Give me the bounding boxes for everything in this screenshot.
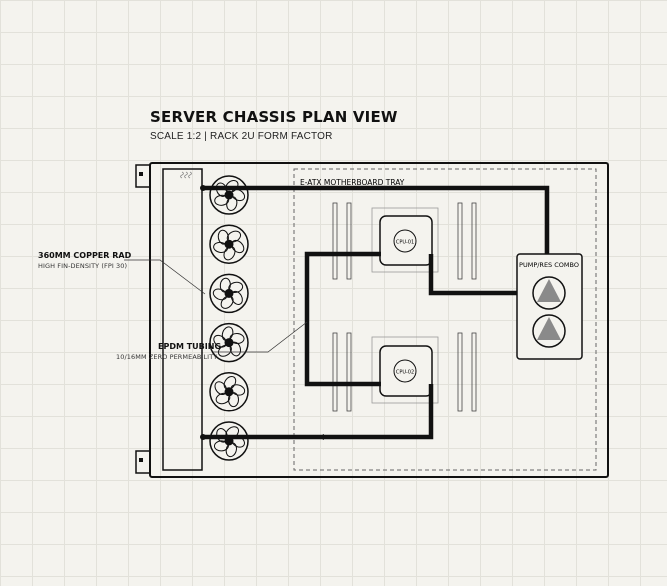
fan-blade: [223, 375, 237, 390]
pump-1-arrow-icon: [537, 279, 561, 302]
fan-blade: [217, 344, 232, 357]
cpu-block-2: [379, 345, 433, 397]
cpu-2-cap: [393, 359, 417, 383]
coolant-tubing: [203, 185, 550, 440]
fan-hub: [224, 338, 234, 348]
fan-hub: [224, 190, 234, 200]
pump-res-combo: [516, 253, 583, 360]
cpu-1-label: CPU-01: [396, 240, 414, 246]
fan-icon: [209, 273, 249, 314]
radiator-body: [162, 168, 203, 471]
cpu-block-1: [379, 215, 433, 266]
rack-ear-bottom-hole: [139, 458, 143, 462]
pump-2-arrow-icon: [537, 317, 561, 340]
ram-slot: [332, 202, 338, 280]
fan-blade: [228, 392, 239, 408]
tubing-callout-subtitle: 10/16MM ZERO PERMEABILITY: [116, 353, 218, 361]
tube-fitting-top: [200, 185, 206, 191]
ram-slot: [471, 332, 477, 412]
tube-cpu1-to-cpu2: [304, 251, 381, 387]
fan-icon: [209, 372, 249, 412]
pump-res-label: PUMP/RES COMBO: [519, 261, 579, 269]
fan-blade: [219, 277, 231, 293]
ram-slot: [346, 332, 352, 412]
chassis-outline: [149, 162, 609, 478]
ram-slot: [457, 332, 463, 412]
fan-blade: [214, 381, 228, 396]
fan-blade: [226, 196, 238, 211]
fan-blade: [231, 239, 245, 254]
fan-icon: [209, 421, 249, 461]
ram-slot: [346, 202, 352, 280]
radiator-fans: [209, 175, 249, 461]
fan-blade: [213, 334, 227, 348]
tube-rad-to-pump: [203, 185, 550, 254]
fan-blade: [225, 442, 237, 458]
fan-icon: [209, 175, 249, 215]
page-subtitle: SCALE 1:2 | RACK 2U FORM FACTOR: [150, 131, 333, 142]
fan-blade: [217, 229, 229, 245]
fan-blade: [213, 241, 229, 253]
pump-2: [532, 314, 566, 348]
rack-ear-top-hole: [139, 172, 143, 176]
callout-leaders: [124, 259, 308, 353]
cpu-2-label: CPU-02: [396, 370, 414, 376]
rack-ear-bottom: [135, 450, 151, 474]
tubing-leader: [213, 321, 308, 353]
rack-ear-top: [135, 164, 151, 188]
fan-blade: [213, 440, 229, 452]
fan-blade: [212, 288, 228, 301]
ram-slot: [471, 202, 477, 280]
cpu-socket-2: [371, 336, 439, 404]
fan-blade: [230, 290, 243, 305]
pump-1: [532, 276, 566, 310]
fan-hub: [224, 288, 234, 298]
motherboard-tray-label: E-ATX MOTHERBOARD TRAY: [300, 178, 405, 187]
rad-leader: [124, 259, 206, 295]
fan-blade: [228, 281, 244, 293]
flow-arrow-icon: [318, 434, 324, 440]
motherboard-tray-outline: [293, 168, 597, 471]
cpu-socket-1: [371, 207, 439, 273]
tube-pump-to-cpu1: [428, 254, 517, 296]
ram-slot: [457, 202, 463, 280]
fan-blade: [229, 341, 242, 357]
tube-fitting-bottom: [200, 434, 206, 440]
radiator-callout-title: 360MM COPPER RAD: [38, 251, 132, 260]
radiator-callout-subtitle: HIGH FIN-DENSITY (FPI 30): [38, 262, 128, 270]
cpu-1-cap: [393, 229, 417, 253]
fan-hub: [224, 387, 234, 397]
fan-blade: [214, 194, 230, 206]
fan-blade: [230, 384, 246, 396]
fan-blade: [221, 326, 234, 341]
fan-blade: [215, 392, 231, 405]
tube-cpu2-to-rad: [203, 384, 434, 440]
ram-slots: [332, 202, 477, 412]
fan-blade: [230, 188, 246, 202]
fan-blade: [220, 295, 234, 309]
page-title: SERVER CHASSIS PLAN VIEW: [150, 108, 398, 126]
radiator-fill-port: [180, 171, 192, 179]
fan-icon: [209, 224, 249, 264]
tubing-callout-title: EPDM TUBING: [158, 342, 222, 351]
fan-hub: [224, 239, 234, 249]
fan-blade: [226, 230, 242, 243]
ram-slot: [332, 332, 338, 412]
fan-blade: [229, 333, 245, 345]
fan-blade: [223, 246, 236, 261]
